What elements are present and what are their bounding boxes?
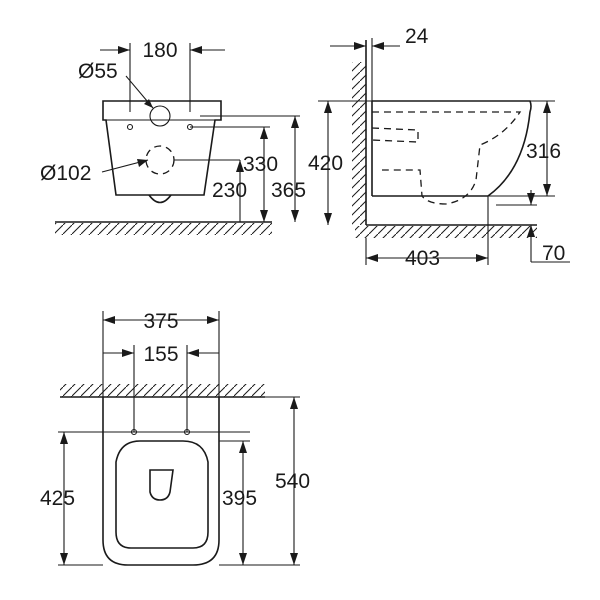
side-bowl-outline (372, 100, 532, 197)
label-155: 155 (143, 343, 178, 366)
top-dim-425: 425 (40, 432, 75, 565)
front-bowl-outline (102, 100, 222, 196)
front-view: 180 Ø55 Ø102 330 230 (40, 39, 306, 235)
label-403: 403 (405, 247, 440, 270)
side-dim-403: 403 (365, 196, 489, 270)
top-dim-395: 395 (222, 441, 257, 565)
label-24: 24 (405, 25, 429, 48)
label-dia55: Ø55 (78, 60, 118, 83)
outlet-circle (145, 145, 175, 175)
top-bowl-inner (115, 440, 209, 549)
label-230: 230 (212, 179, 247, 202)
label-395: 395 (222, 487, 257, 510)
top-dim-375: 375 (102, 310, 220, 397)
label-70: 70 (542, 242, 565, 265)
side-floor (355, 224, 537, 238)
front-dim-365: 365 (271, 116, 306, 222)
top-dim-540: 540 (219, 396, 310, 565)
side-dim-70: 70 (496, 190, 570, 265)
label-425: 425 (40, 487, 75, 510)
side-wall (352, 40, 367, 225)
front-dim-dia102: Ø102 (40, 159, 149, 185)
top-wall (60, 384, 265, 398)
side-dim-24: 24 (330, 25, 429, 101)
label-316: 316 (526, 140, 561, 163)
side-bowl-inner (372, 111, 522, 205)
side-view: 24 420 316 403 (308, 25, 570, 270)
side-dim-420: 420 (308, 100, 372, 225)
top-dim-155: 155 (103, 343, 219, 432)
inlet-circle (149, 105, 171, 127)
label-180: 180 (142, 39, 177, 62)
label-dia102: Ø102 (40, 162, 91, 185)
top-bowl-outline (102, 397, 220, 566)
side-inlet (371, 127, 419, 143)
front-floor (55, 221, 272, 235)
front-dim-180: 180 (100, 39, 225, 112)
front-dim-dia55: Ø55 (78, 60, 154, 109)
front-dim-330: 330 (174, 153, 278, 222)
label-375: 375 (143, 310, 178, 333)
front-dim-230: 230 (212, 127, 268, 222)
front-outlet (148, 194, 172, 204)
label-365: 365 (271, 179, 306, 202)
label-540: 540 (275, 470, 310, 493)
label-330: 330 (243, 153, 278, 176)
front-fixing-hole-left (126, 123, 134, 131)
label-420: 420 (308, 152, 343, 175)
top-outlet (149, 469, 174, 501)
side-dim-316: 316 (488, 100, 561, 197)
top-view: 375 155 425 395 (40, 310, 310, 566)
